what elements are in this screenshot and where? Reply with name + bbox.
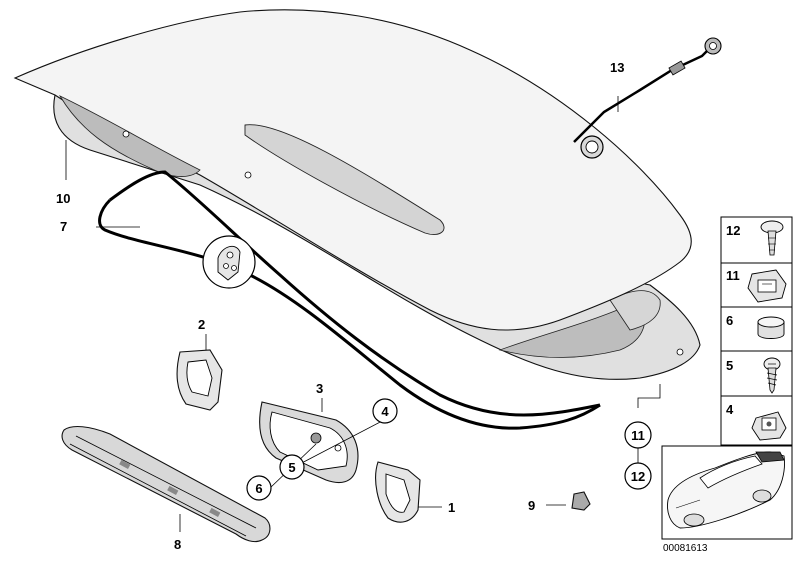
leader-lines	[65, 96, 661, 532]
cover-left-illustration	[176, 349, 223, 411]
callout-4: 4	[381, 404, 389, 419]
handle-recess-illustration	[259, 401, 359, 484]
legend-label-11: 11	[726, 268, 740, 283]
cover-right-illustration	[375, 461, 421, 523]
callout-1: 1	[448, 500, 455, 515]
callout-6: 6	[255, 481, 262, 496]
callout-7: 7	[60, 219, 67, 234]
screw-icon	[763, 357, 781, 394]
callout-2: 2	[198, 317, 205, 332]
callout-8: 8	[174, 537, 181, 552]
seal-illustration	[98, 170, 601, 430]
clip-nut-icon	[747, 269, 787, 303]
legend-label-4: 4	[726, 402, 734, 417]
fastener-legend: 12 11 6 5 4	[720, 216, 793, 446]
trim-rivet-icon	[760, 220, 784, 256]
callouts: 10 7 2 3 1 8 9 13 4 5 6 11 12	[56, 60, 652, 552]
callout-13: 13	[610, 60, 624, 75]
catalog-number: 00081613	[663, 543, 708, 554]
clip-icon	[751, 411, 787, 441]
cap-icon	[757, 316, 785, 339]
legend-label-12: 12	[726, 223, 740, 238]
callout-12: 12	[631, 469, 645, 484]
clip-illustration	[571, 491, 591, 511]
trim-strip-illustration	[61, 425, 271, 543]
vehicle-location-inset	[661, 445, 793, 540]
legend-label-6: 6	[726, 313, 733, 328]
callout-5: 5	[288, 460, 295, 475]
legend-label-5: 5	[726, 358, 733, 373]
callout-9: 9	[528, 498, 535, 513]
release-cable-illustration	[573, 37, 722, 159]
callout-10: 10	[56, 191, 70, 206]
trunk-lid-illustration	[13, 9, 701, 380]
callout-11: 11	[631, 428, 645, 443]
callout-3: 3	[316, 381, 323, 396]
